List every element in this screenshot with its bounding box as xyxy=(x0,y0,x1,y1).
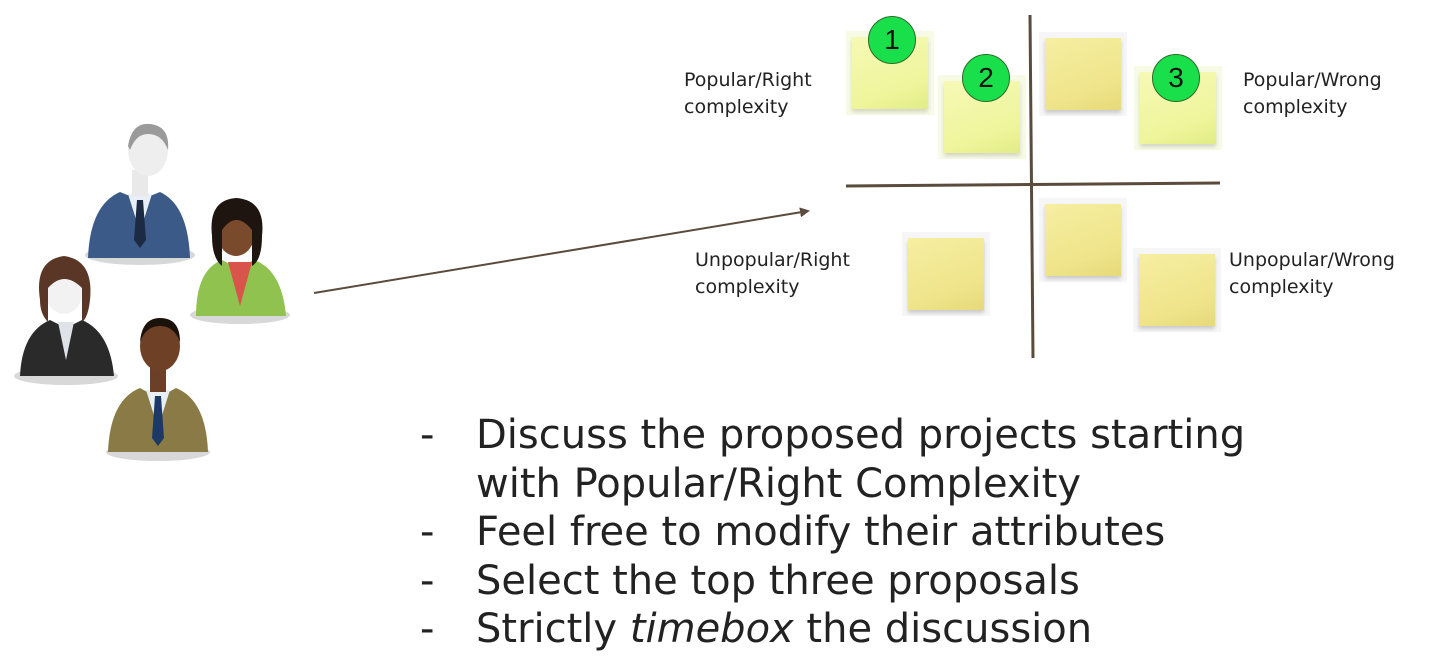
rank-badge-1: 1 xyxy=(868,16,916,64)
bullet-dash: - xyxy=(420,606,435,652)
instruction-emphasis: timebox xyxy=(629,606,794,652)
person-black-suit-icon xyxy=(14,256,118,385)
rank-badge-2: 2 xyxy=(962,54,1010,102)
sticky-note-bottom-right-b xyxy=(1139,254,1215,326)
bullet-dash: - xyxy=(420,557,435,604)
people-group-illustration xyxy=(14,123,290,461)
person-green-jacket-icon xyxy=(190,198,290,324)
instruction-text: the discussion xyxy=(793,606,1093,652)
person-blue-suit-icon xyxy=(85,123,195,265)
instruction-list: - Discuss the proposed projects starting… xyxy=(420,411,1245,654)
instruction-line: Discuss the proposed projects starting xyxy=(476,412,1246,458)
sticky-note-bottom-right-a xyxy=(1045,204,1121,276)
vertical-axis xyxy=(1028,14,1035,359)
bullet-dash: - xyxy=(420,509,435,555)
instruction-line: with Popular/Right Complexity xyxy=(476,460,1081,507)
instruction-line: Feel free to modify their attributes xyxy=(476,509,1166,555)
quadrant-label-unpopular-wrong: Unpopular/Wrong complexity xyxy=(1229,249,1395,298)
instruction-item-discuss: - Discuss the proposed projects starting… xyxy=(420,411,1245,508)
horizontal-axis xyxy=(845,181,1221,188)
instruction-item-modify: - Feel free to modify their attributes xyxy=(420,508,1245,557)
quadrant-label-popular-right: Popular/Right complexity xyxy=(684,69,812,118)
rank-badge-3: 3 xyxy=(1152,54,1200,102)
instruction-item-timebox: - Strictly timebox the discussion xyxy=(420,605,1245,654)
instruction-item-select: - Select the top three proposals xyxy=(420,557,1245,606)
instruction-line: Strictly timebox the discussion xyxy=(476,605,1245,654)
sticky-note-top-right-a xyxy=(1045,38,1121,110)
bullet-dash: - xyxy=(420,412,435,458)
person-olive-suit-icon xyxy=(106,318,210,461)
instruction-line: Select the top three proposals xyxy=(476,557,1080,604)
quadrant-label-unpopular-right: Unpopular/Right complexity xyxy=(695,249,850,298)
quadrant-label-popular-wrong: Popular/Wrong complexity xyxy=(1243,69,1382,118)
instruction-text: Strictly xyxy=(476,606,630,652)
sticky-note-bottom-left xyxy=(908,238,984,310)
